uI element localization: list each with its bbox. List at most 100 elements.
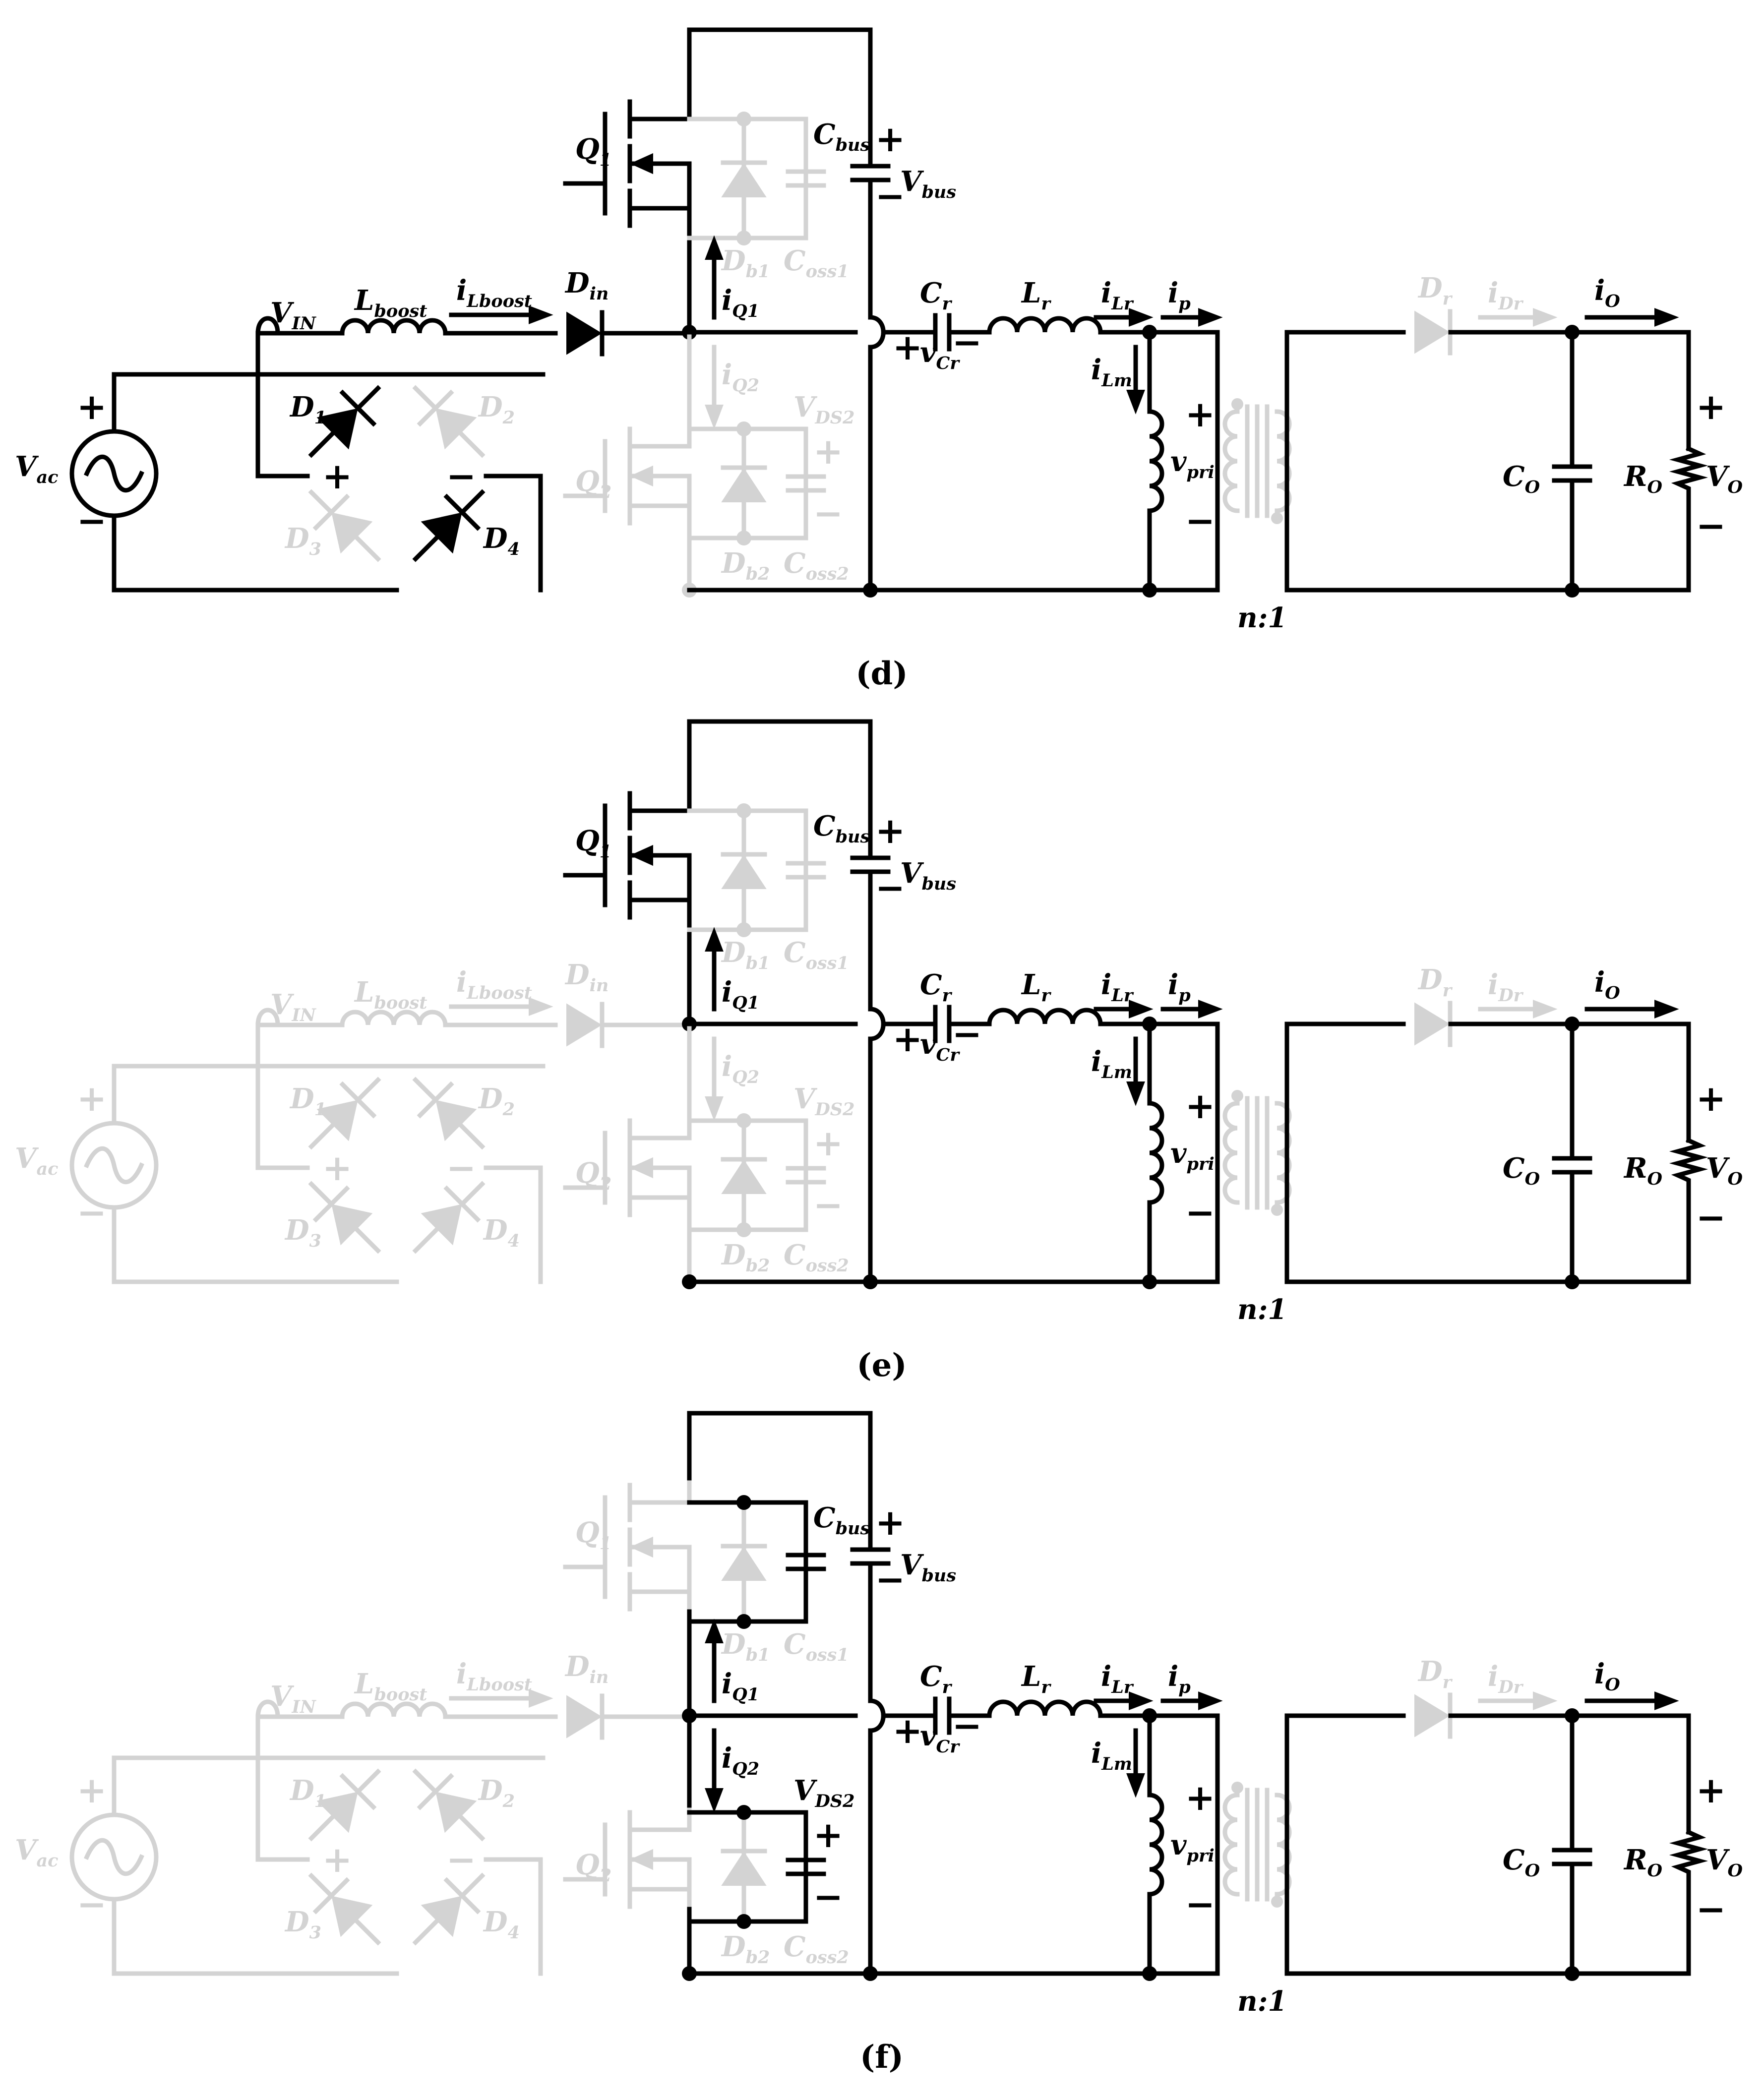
vpri-label: vpri xyxy=(1170,445,1215,482)
ip-label: ip xyxy=(1168,277,1191,314)
junction-dot xyxy=(863,1274,878,1289)
vo-minus: − xyxy=(1696,504,1726,546)
iq2-label: iQ2 xyxy=(722,1050,759,1087)
vin-label: VIN xyxy=(270,1680,317,1717)
ilr-arrow-head xyxy=(1129,1691,1154,1710)
lm-inductor xyxy=(1147,1101,1164,1205)
mosfet-q1-gate xyxy=(563,803,608,907)
ilm-arrow-head xyxy=(1126,390,1145,415)
vpri-minus: − xyxy=(1185,499,1215,541)
diode-d1-lead xyxy=(355,1768,381,1795)
sine-wave-icon xyxy=(84,1146,144,1184)
dr-label: Dr xyxy=(1417,963,1453,1001)
panel-caption: (d) xyxy=(855,655,908,692)
body-diode-db1 xyxy=(721,163,767,197)
ro-resistor xyxy=(1669,446,1708,501)
io-arrow-head xyxy=(1654,1691,1679,1710)
vcr-label: vCr xyxy=(920,1720,960,1757)
diode-d4-lead xyxy=(412,534,441,562)
bridge-left-wire xyxy=(255,1714,310,1862)
vcr-label: vCr xyxy=(920,1028,960,1065)
mosfet-q2-gate xyxy=(563,1822,608,1897)
diode-d2-lead xyxy=(412,1077,439,1103)
boost-inductor xyxy=(340,1701,448,1719)
junction-dot xyxy=(736,531,751,545)
boost-inductor xyxy=(340,318,448,336)
junction-dot xyxy=(736,1805,751,1820)
mosfet-q1-drain xyxy=(627,1480,692,1522)
co-label: CO xyxy=(1503,1844,1540,1881)
ilr-arrow-head xyxy=(1129,308,1154,327)
dr-label: Dr xyxy=(1417,272,1453,309)
lboost-label: Lboost xyxy=(354,1668,427,1705)
diode-d4 xyxy=(412,1872,486,1946)
vac-label: Vac xyxy=(15,1834,58,1871)
vpri-plus: + xyxy=(1185,393,1215,435)
cr-label: Cr xyxy=(920,277,953,314)
body-diode-db2 xyxy=(721,1851,767,1886)
junction-dot xyxy=(736,231,751,245)
boost-inductor xyxy=(340,1010,448,1027)
bridge-minus: − xyxy=(446,455,476,497)
mosfet-q2-gate xyxy=(563,439,608,513)
turns-ratio-label: n:1 xyxy=(1237,1293,1287,1326)
dr-label: Dr xyxy=(1417,1655,1453,1692)
q2-label: Q2 xyxy=(575,1157,611,1194)
diode-d2-lead xyxy=(457,1813,486,1842)
ip-label: ip xyxy=(1168,1660,1191,1697)
ro-resistor xyxy=(1669,1138,1708,1193)
vcr-minus: − xyxy=(952,1704,982,1746)
diode-d3-lead xyxy=(353,534,381,562)
junction-dot xyxy=(736,922,751,937)
iq1-arrow-head xyxy=(705,235,724,260)
diode-d3 xyxy=(308,489,381,562)
ilm-label: iLm xyxy=(1091,1737,1132,1774)
mosfet-q1-source xyxy=(627,188,692,231)
diode-d4-lead xyxy=(412,1225,441,1254)
lr-label: Lr xyxy=(1021,968,1051,1006)
bridge-plus: + xyxy=(322,1838,352,1880)
diode-d4-lead xyxy=(459,489,486,516)
diode-d4 xyxy=(412,1181,486,1254)
transformer-core xyxy=(1245,1096,1270,1210)
diode-dr xyxy=(1414,1002,1450,1046)
vo-minus: − xyxy=(1696,1888,1726,1930)
junction-dot xyxy=(1142,1966,1157,1981)
diode-din xyxy=(566,311,602,355)
sine-wave-icon xyxy=(84,455,144,492)
mosfet-q1-arrow xyxy=(630,153,653,175)
cr-label: Cr xyxy=(920,968,953,1006)
junction-dot xyxy=(863,1966,878,1981)
cbus-wire-low xyxy=(868,178,886,593)
panel-caption: (e) xyxy=(856,1347,907,1384)
lm-inductor xyxy=(1147,1793,1164,1897)
d2-label: D2 xyxy=(478,391,515,428)
vbus-minus: − xyxy=(875,175,905,217)
secondary-bottom-wire xyxy=(1284,496,1691,593)
ac-bottom-wire xyxy=(112,1205,399,1284)
junction-dot xyxy=(1142,583,1157,598)
vo-plus: + xyxy=(1696,1077,1726,1119)
transformer-core xyxy=(1245,404,1270,518)
iq2-label: iQ2 xyxy=(722,359,759,396)
junction-dot xyxy=(736,803,751,818)
idr-label: iDr xyxy=(1488,277,1524,314)
mosfet-q1-body xyxy=(627,1545,692,1594)
mosfet-q2-source xyxy=(627,1178,692,1220)
mosfet-q1-arrow xyxy=(630,844,653,866)
ilboost-label: iLboost xyxy=(456,274,532,311)
lr-inductor xyxy=(987,316,1103,335)
lm-inductor xyxy=(1147,409,1164,513)
ro-label: RO xyxy=(1623,1152,1663,1189)
primary-winding xyxy=(1222,1793,1240,1897)
secondary-top-wire xyxy=(1448,1713,1691,1835)
vbus-plus: + xyxy=(875,809,905,851)
vbus-plus: + xyxy=(875,118,905,160)
body-diode-db2 xyxy=(721,1159,767,1194)
mosfet-q1-source xyxy=(627,880,692,922)
vac-plus: + xyxy=(77,1769,107,1811)
d4-label: D4 xyxy=(483,1214,520,1251)
